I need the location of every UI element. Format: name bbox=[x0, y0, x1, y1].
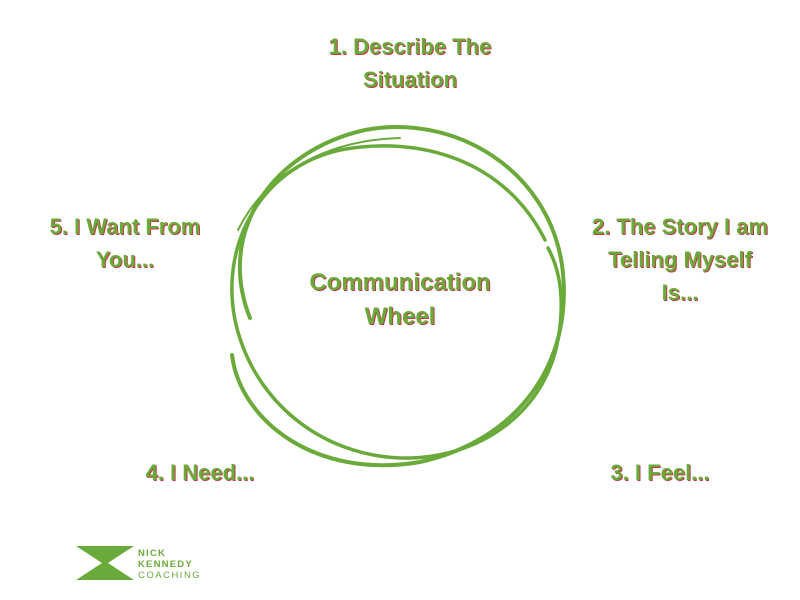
step-5-label: 5. I Want From You... bbox=[49, 214, 201, 272]
logo-line-1: NICK bbox=[138, 548, 167, 559]
wheel-stroke-accent bbox=[237, 137, 401, 231]
wheel-stroke-outer bbox=[230, 125, 566, 468]
logo-line-3: COACHING bbox=[138, 570, 202, 581]
step-2-label: 2. The Story I am Telling Myself Is... bbox=[591, 214, 769, 305]
logo-line-2: KENNEDY bbox=[138, 559, 193, 570]
logo-mark-icon bbox=[76, 546, 134, 580]
center-title: Communication Wheel bbox=[309, 269, 491, 330]
wheel-stroke-inner bbox=[230, 144, 563, 460]
step-1-label: 1. Describe The Situation bbox=[328, 34, 492, 92]
step-4-label: 4. I Need... bbox=[145, 460, 255, 485]
step-3-label: 3. I Feel... bbox=[610, 460, 710, 485]
brand-logo: NICK KENNEDY COACHING bbox=[76, 546, 216, 582]
